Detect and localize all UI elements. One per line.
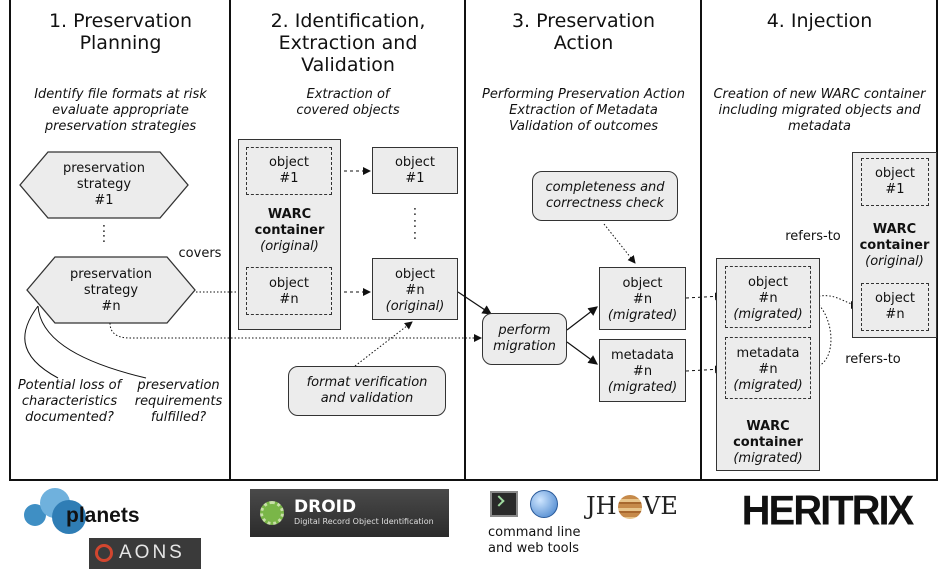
object-to-migration-arrow — [457, 291, 492, 315]
original-object-1: object#1 — [861, 158, 929, 206]
extracted-ellipsis: ::: — [412, 204, 418, 243]
column-divider-left — [9, 0, 11, 480]
column-4-title: 4. Injection — [766, 10, 873, 32]
planets-circle-large — [52, 500, 86, 534]
covers-label: covers — [178, 246, 222, 261]
strategy-ellipsis: :: — [101, 221, 107, 246]
warc-original-label: (original) — [260, 239, 319, 254]
warc-object-n: object#n — [246, 267, 332, 315]
strategy-n-hexagon — [26, 256, 196, 324]
droid-title: DROID — [294, 497, 357, 517]
warc-original-injection-label: (original) — [865, 254, 924, 269]
migrated-object-n: object#n(migrated) — [599, 267, 686, 330]
heritrix-logo: HERITRIX — [741, 487, 915, 535]
planets-logo: planets — [22, 488, 152, 536]
column-divider-right — [936, 0, 938, 480]
jhove-text-b: VE — [643, 492, 678, 520]
extracted-object-n: object#n(original) — [372, 258, 458, 320]
migrated-metadata-n: metadata#n(migrated) — [599, 339, 686, 402]
jhove-logo: JH VE — [586, 492, 686, 522]
migration-to-object-arrow — [566, 306, 598, 331]
aons-logo: AONS — [89, 538, 201, 569]
aons-icon — [95, 544, 113, 562]
jhove-text-a: JH — [586, 492, 617, 520]
refers-to-label-top: refers-to — [785, 229, 841, 244]
aons-wordmark: AONS — [119, 542, 185, 563]
column-divider-2 — [464, 0, 466, 480]
column-divider-3 — [700, 0, 702, 480]
note-2-curve — [37, 305, 147, 379]
injected-metadata-n: metadata#n(migrated) — [725, 337, 811, 399]
column-divider-1 — [229, 0, 231, 480]
migration-to-metadata-arrow — [566, 341, 598, 365]
terminal-icon — [490, 491, 518, 517]
planets-wordmark: planets — [66, 504, 140, 527]
original-object-n: object#n — [861, 283, 929, 331]
bottom-rule — [9, 479, 938, 481]
globe-icon — [530, 490, 558, 518]
warc-migrated-label: (migrated) — [733, 451, 803, 466]
verification-check-line — [354, 321, 413, 367]
completeness-check-line — [603, 223, 636, 264]
injected-object-n: object#n(migrated) — [725, 266, 811, 328]
jhove-planet-icon — [618, 495, 642, 519]
strategy-to-migration-line — [109, 322, 482, 342]
warc-object-1: object#1 — [246, 147, 332, 195]
terminal-prompt — [493, 495, 505, 507]
extracted-object-1: object#1 — [372, 147, 458, 194]
droid-logo: DROID Digital Record Object Identificati… — [250, 489, 449, 537]
droid-subtitle: Digital Record Object Identification — [294, 517, 434, 526]
strategy-1-hexagon — [19, 151, 189, 219]
refers-to-label-bottom: refers-to — [845, 352, 901, 367]
droid-gear-icon — [260, 501, 284, 525]
note-1-curve — [24, 305, 59, 379]
